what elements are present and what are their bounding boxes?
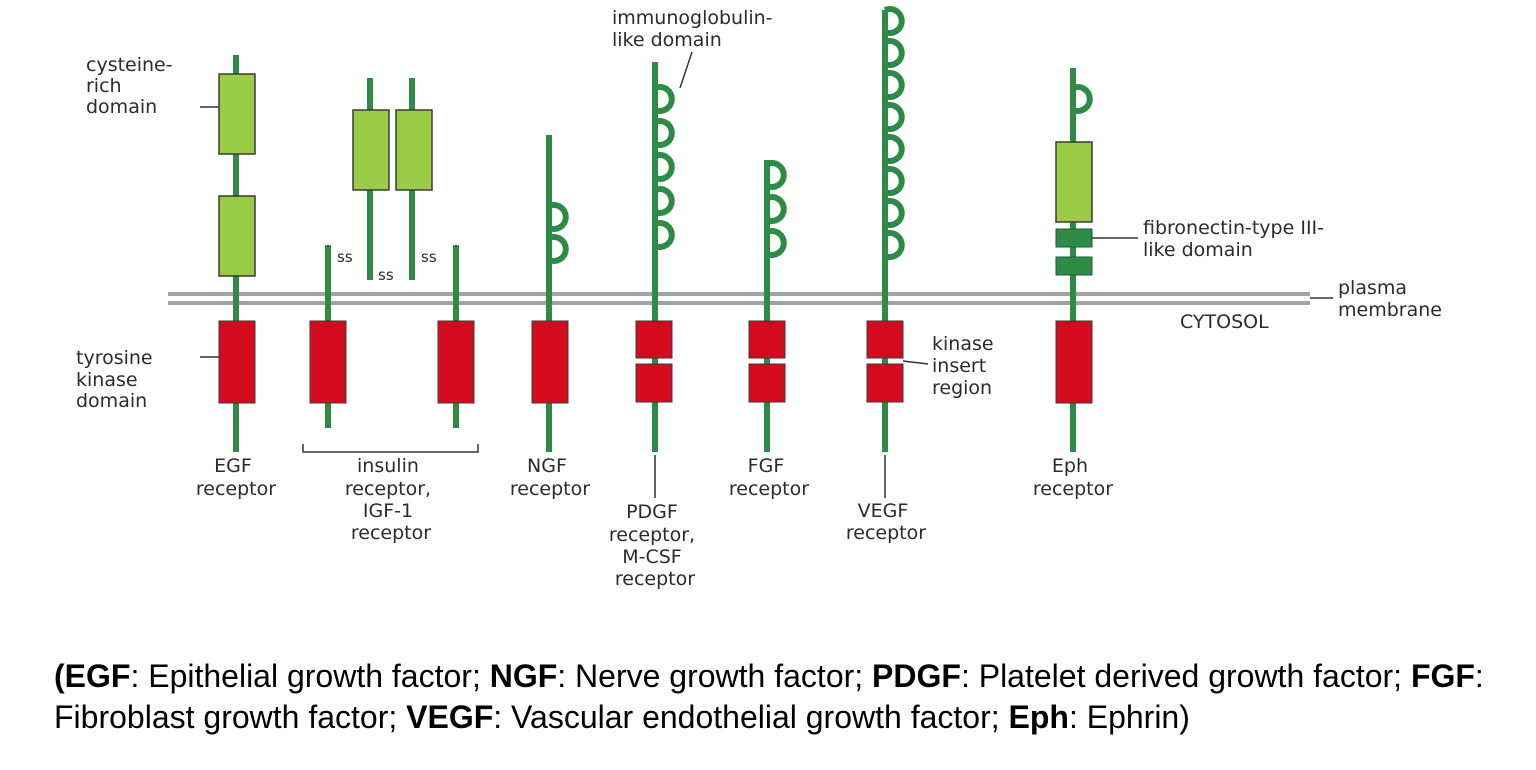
tyrosine-kinase-domain	[309, 320, 347, 404]
plasma-membrane-label: plasma membrane	[1338, 277, 1442, 321]
immunoglobulin-like-domains	[547, 6, 1093, 264]
legend-text-vegf: : Vascular endothelial growth factor;	[493, 699, 1009, 735]
immunoglobulin-like-loop	[883, 134, 905, 164]
tyrosine-kinase-domain	[866, 363, 904, 403]
abbreviation-legend: (EGF: Epithelial growth factor; NGF: Ner…	[54, 656, 1514, 738]
legend-abbr-eph: Eph	[1008, 699, 1069, 735]
disulfide-bond-label: ss	[378, 266, 394, 284]
receptor-tyrosine-kinase-diagram: cysteine- rich domain tyrosine kinase do…	[76, 6, 1442, 590]
immunoglobulin-like-loop	[765, 194, 787, 224]
immunoglobulin-like-loop	[883, 102, 905, 132]
immunoglobulin-like-loop	[883, 38, 905, 68]
eph-receptor-label: Eph receptor	[1033, 455, 1113, 500]
egf-receptor-label: EGF receptor	[196, 455, 276, 500]
fibronectin-type-iii-domain-label: fibronectin-type III- like domain	[1143, 217, 1330, 261]
tyrosine-kinase-domain	[531, 320, 569, 404]
cysteine-rich-domain	[395, 109, 433, 191]
tyrosine-kinase-domain	[748, 320, 786, 359]
tyrosine-kinase-domain	[218, 320, 256, 404]
fgf-receptor	[748, 160, 786, 452]
cysteine-rich-domain	[218, 195, 256, 277]
immunoglobulin-like-loop	[1071, 84, 1093, 114]
legend-abbr-egf: EGF	[64, 658, 131, 694]
immunoglobulin-like-loop	[653, 152, 675, 182]
immunoglobulin-like-loop	[883, 198, 905, 228]
immunoglobulin-like-loop	[883, 6, 905, 36]
immunoglobulin-like-loop	[653, 186, 675, 216]
legend-text-egf: : Epithelial growth factor;	[130, 658, 490, 694]
disulfide-bond-label: ss	[337, 248, 353, 266]
pdgf-receptor-label: PDGF receptor, M-CSF receptor	[609, 501, 701, 590]
cysteine-rich-domain	[1055, 141, 1093, 223]
cysteine-rich-domain	[352, 109, 390, 191]
vegf-receptor-label: VEGF receptor	[846, 500, 926, 544]
immunoglobulin-like-loop	[765, 228, 787, 258]
immunoglobulin-like-loop	[883, 230, 905, 260]
pdgf-receptor	[635, 62, 673, 452]
fgf-receptor-label: FGF receptor	[729, 455, 809, 500]
tyrosine-kinase-domain	[635, 363, 673, 403]
cytosol-label: CYTOSOL	[1180, 311, 1269, 333]
tyrosine-kinase-domain	[635, 320, 673, 359]
plasma-membrane	[168, 292, 1310, 305]
legend-text-ngf: : Nerve growth factor;	[557, 658, 873, 694]
legend-open-paren: (	[54, 658, 65, 694]
immunoglobulin-like-loop	[883, 166, 905, 196]
immunoglobulin-like-loop	[883, 70, 905, 100]
immunoglobulin-like-loop	[653, 220, 675, 250]
tyrosine-kinase-domain	[1055, 320, 1093, 404]
ngf-receptor	[531, 135, 569, 452]
disulfide-bond-label: ss	[421, 248, 437, 266]
legend-abbr-pdgf: PDGF	[872, 658, 961, 694]
immunoglobulin-like-domain-label: immunoglobulin- like domain	[612, 7, 779, 51]
immunoglobulin-like-loop	[653, 118, 675, 148]
tyrosine-kinase-domain	[866, 320, 904, 359]
tyrosine-kinase-domain	[437, 320, 475, 404]
legend-text-eph: : Ephrin)	[1068, 699, 1190, 735]
insulin-receptor-bracket	[302, 444, 479, 453]
immunoglobulin-like-loop	[765, 160, 787, 190]
eph-receptor	[1055, 68, 1093, 452]
legend-text-fgf: : Fibroblast growth factor;	[54, 658, 1484, 735]
insulin-receptor-label: insulin receptor, IGF-1 receptor	[345, 455, 437, 544]
immunoglobulin-like-loop	[653, 84, 675, 114]
legend-abbr-fgf: FGF	[1410, 658, 1475, 694]
ngf-receptor-label: NGF receptor	[510, 455, 590, 500]
fibronectin-type-iii-domain	[1055, 228, 1093, 248]
egf-receptor	[218, 55, 256, 452]
fibronectin-type-iii-domain	[1055, 256, 1093, 276]
cysteine-rich-domain-label: cysteine- rich domain	[86, 54, 179, 118]
legend-abbr-vegf: VEGF	[406, 699, 494, 735]
immunoglobulin-like-loop	[547, 202, 569, 232]
legend-text-pdgf: : Platelet derived growth factor;	[960, 658, 1411, 694]
insulin-receptor	[302, 78, 479, 453]
cysteine-rich-domain	[218, 73, 256, 155]
kinase-insert-region-label: kinase insert region	[932, 333, 1000, 399]
immunoglobulin-like-loop	[547, 234, 569, 264]
tyrosine-kinase-domain-label: tyrosine kinase domain	[76, 347, 159, 412]
tyrosine-kinase-domain	[748, 363, 786, 403]
legend-abbr-ngf: NGF	[489, 658, 558, 694]
